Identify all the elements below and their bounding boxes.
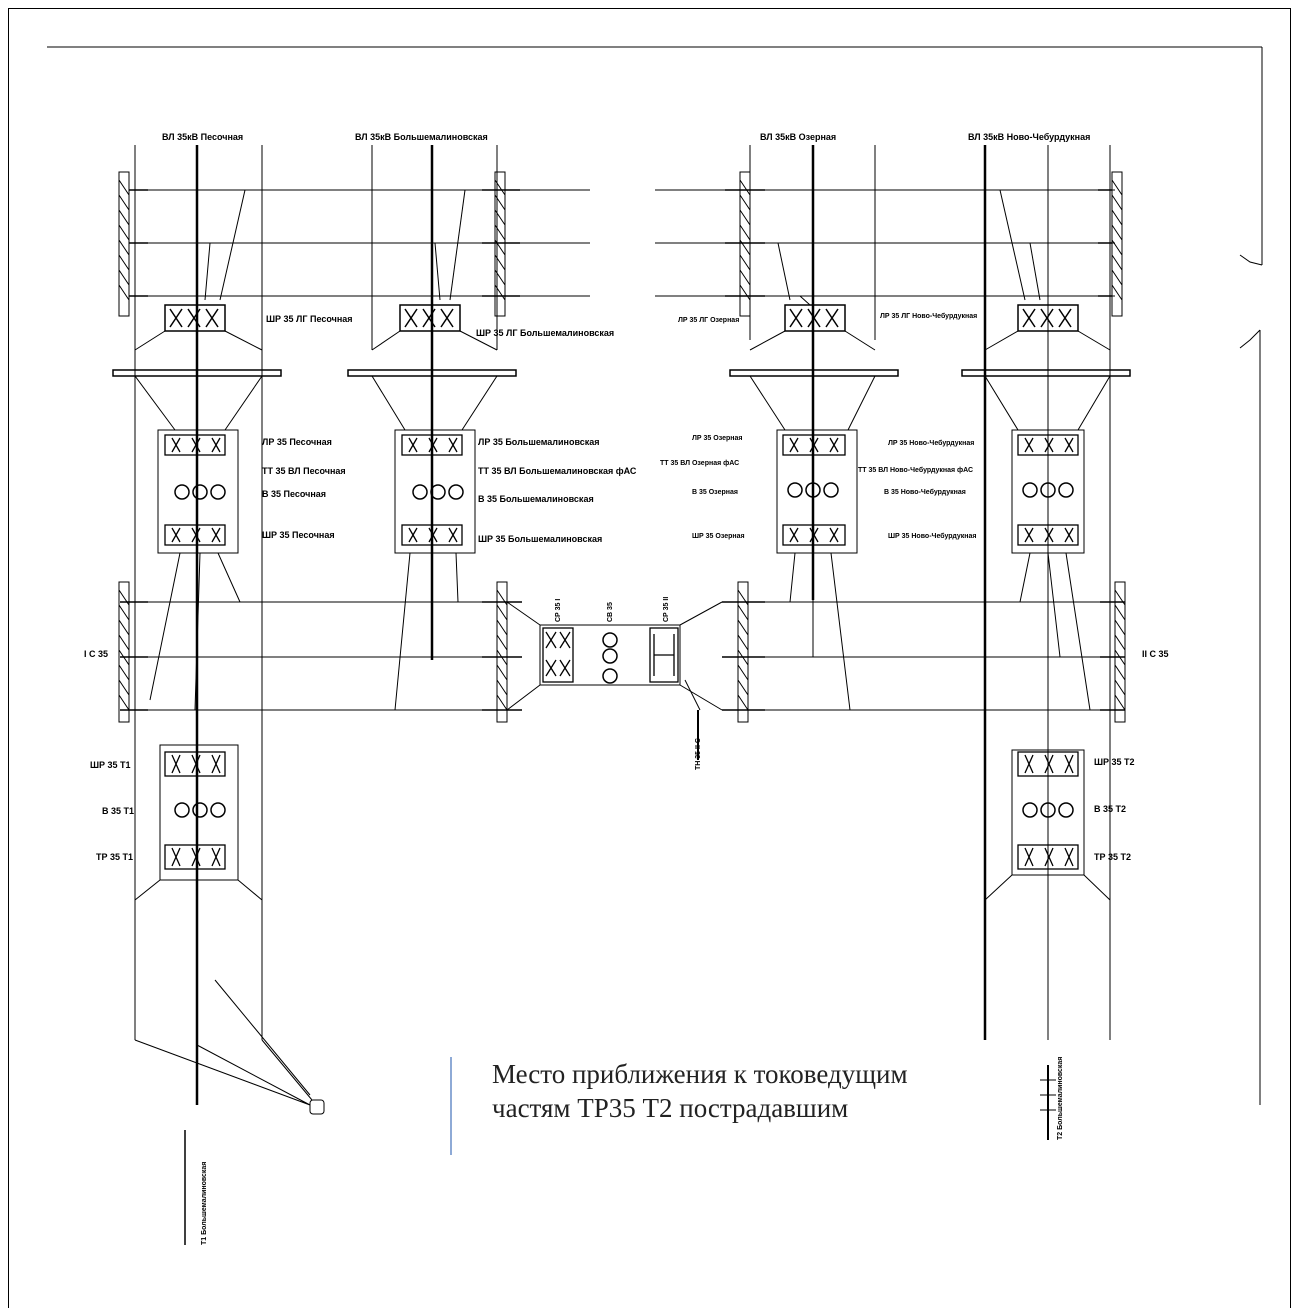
bay-enclosures: [157, 429, 1085, 881]
bay-label: ЛР 35 ЛГ Озерная: [678, 317, 739, 324]
breakers: [174, 482, 1074, 818]
sectional-label: СР 35 I: [555, 599, 562, 622]
caption-line-2: частям ТР35 Т2 пострадавшим: [492, 1093, 849, 1123]
bay-label: ШР 35 Большемалиновская: [478, 534, 602, 544]
bay-label: ЛР 35 ЛГ Ново-Чебурдукная: [880, 312, 977, 320]
feeder-label-1: ВЛ 35кВ Песочная: [162, 132, 243, 142]
t1-label: В 35 Т1: [102, 806, 134, 816]
t2-label: В 35 Т2: [1094, 804, 1126, 814]
bay-label: ЛР 35 Песочная: [262, 437, 332, 447]
bay-label: ШР 35 Озерная: [692, 533, 745, 540]
feeder-label-3: ВЛ 35кВ Озерная: [760, 132, 836, 142]
feeder-label-2: ВЛ 35кВ Большемалиновская: [355, 132, 488, 142]
page-frame: [8, 8, 1291, 1308]
feeder-label-4: ВЛ 35кВ Ново-Чебурдукная: [968, 132, 1090, 142]
bay-label: ШР 35 ЛГ Песочная: [266, 314, 353, 324]
bay-disconnectors: [164, 434, 1079, 870]
t1-label: ШР 35 Т1: [90, 760, 131, 770]
bay-label: ЛР 35 Озерная: [692, 435, 742, 442]
bay-label: В 35 Песочная: [262, 489, 326, 499]
t2-label: ТР 35 Т2: [1094, 852, 1131, 862]
bay-label: ШР 35 Ново-Чебурдукная: [888, 532, 977, 540]
incident-caption: Место приближения к токоведущим частям Т…: [450, 1057, 1050, 1155]
caption-line-1: Место приближения к токоведущим: [492, 1059, 908, 1089]
crossbars: [112, 369, 1131, 377]
bay-label: ШР 35 Песочная: [262, 530, 335, 540]
bay-label: ШР 35 ЛГ Большемалиновская: [476, 328, 614, 338]
t1-bottom-label: Т1 Большемалиновская: [201, 1162, 208, 1245]
bay-label: В 35 Большемалиновская: [478, 494, 594, 504]
sectional-label: СР 35 II: [663, 597, 670, 622]
bay-label: ТТ 35 ВЛ Песочная: [262, 466, 346, 476]
t1-label: ТР 35 Т1: [96, 852, 133, 862]
sectional-label: ТН 35 II С: [695, 738, 702, 770]
bus-label-left: I С 35: [84, 649, 108, 659]
labels: ВЛ 35кВ Песочная ВЛ 35кВ Большемалиновск…: [84, 132, 1169, 1245]
bay-label: ЛР 35 Большемалиновская: [478, 437, 600, 447]
bay-label: В 35 Ново-Чебурдукная: [884, 488, 966, 496]
transformer-t1: [309, 1099, 325, 1115]
bay-label: ТТ 35 ВЛ Большемалиновская фАС: [478, 466, 637, 476]
portal-structures: [118, 171, 1126, 723]
sectional-bay: [539, 624, 681, 686]
top-disconnectors: [164, 304, 1079, 332]
bay-label: ТТ 35 ВЛ Озерная фАС: [660, 460, 739, 467]
bay-label: ЛР 35 Ново-Чебурдукная: [888, 439, 974, 447]
bus-label-right: II С 35: [1142, 649, 1169, 659]
t2-label: ШР 35 Т2: [1094, 757, 1135, 767]
t2-bottom-label: Т2 Большемалиновская: [1057, 1057, 1064, 1140]
sectional-label: СВ 35: [607, 602, 614, 622]
bay-label: В 35 Озерная: [692, 489, 738, 496]
bay-label: ТТ 35 ВЛ Ново-Чебурдукная фАС: [858, 466, 973, 474]
